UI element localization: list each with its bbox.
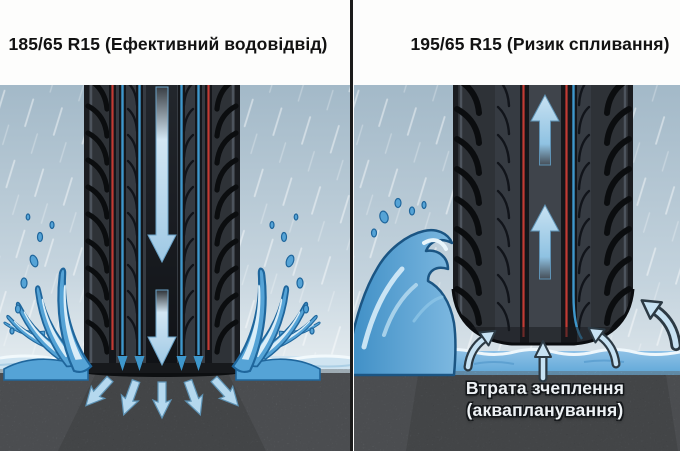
aquaplaning-caption: Втрата зчеплення (аквапланування): [408, 377, 680, 421]
right-panel-illustration: [354, 85, 680, 451]
water-backpressure-arrows: [530, 93, 560, 280]
header: 185/65 R15 (Ефективний водовідвід) 195/6…: [0, 0, 680, 85]
bow-wave: [354, 197, 457, 377]
road-left: [0, 373, 352, 451]
right-panel-title: 195/65 R15 (Ризик спливання): [410, 34, 670, 54]
panel-divider: [350, 0, 353, 451]
right-tire: [451, 85, 635, 346]
left-tire: [82, 85, 242, 377]
caption-line-2: (аквапланування): [466, 400, 624, 420]
water-flow-down-arrows: [147, 86, 177, 367]
tread-wear-lines: [111, 85, 210, 355]
road-right: [354, 375, 680, 451]
groove-exit-arrowheads: [117, 356, 204, 371]
left-panel-illustration: [0, 85, 352, 451]
lift-arrows: [463, 299, 680, 383]
left-panel-title: 185/65 R15 (Ефективний водовідвід): [8, 34, 328, 54]
caption-line-1: Втрата зчеплення: [465, 378, 625, 398]
